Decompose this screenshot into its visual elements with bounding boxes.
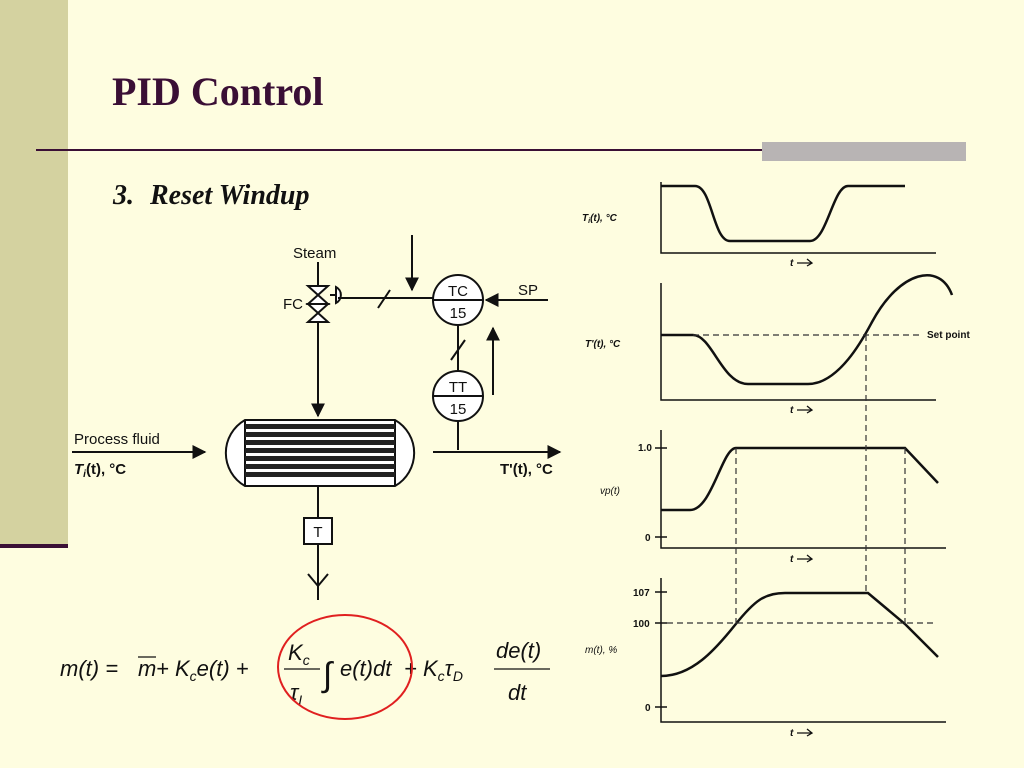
plot1-xlabel: t [790,258,794,269]
formula-deriv-num: de(t) [496,638,541,663]
plot3-xaxis-arrow-icon [797,554,814,563]
tube [245,456,395,461]
tc-label: TC [448,283,468,300]
steam-label: Steam [293,245,336,262]
tube [245,448,395,453]
plot4-tick-label-100: 100 [633,619,650,630]
tube [245,432,395,437]
tube [245,472,395,477]
formula-term3: + KcτD [404,656,463,684]
plot4-axes [660,578,946,723]
plot2-outlet-temp-curve [661,274,954,386]
formula-deriv-den: dt [508,680,527,705]
plot4-ylabel: m(t), % [585,645,617,656]
plot2-axes [660,283,936,401]
signal-tick [377,289,391,309]
subtitle-number: 3. [113,180,134,211]
plot1-xaxis-arrow-icon [797,258,814,267]
sidebar-band [0,0,68,548]
inlet-temp-label: Ti(t), °C [74,461,126,480]
sidebar-rule [0,544,68,548]
plot1-ylabel: Ti(t), °C [582,213,618,225]
tt-label: TT [449,379,467,396]
trap-label: T [313,524,322,541]
slide-title: PID Control [112,69,324,114]
signal-tick-2 [450,339,466,361]
plot2-xaxis-arrow-icon [797,405,814,414]
outlet-temp-label: T'(t), °C [500,461,553,478]
plot2-ylabel: T'(t), °C [585,339,621,350]
tc-number: 15 [450,305,467,322]
setpoint-label: Set point [927,330,970,341]
control-valve [305,285,331,323]
plot1-axes [660,182,936,254]
subtitle-text: Reset Windup [150,180,310,211]
integral-highlight-circle [277,614,413,720]
formula-lhs: m(t) = [60,656,118,681]
plot3-axes [660,430,946,549]
tube [245,440,395,445]
slide-subtitle: 3. Reset Windup [113,180,309,212]
sp-label: SP [518,282,538,299]
formula-integrand: e(t)dt [340,656,392,681]
plot4-tick-label-0: 0 [645,703,651,714]
formula-mbar: m [138,656,156,681]
plot3-xlabel: t [790,554,794,565]
title-accent-bar [762,142,966,161]
tube [245,424,395,429]
formula-term1: + Kce(t) + [156,656,249,684]
plot3-ylabel: vp(t) [600,486,620,497]
process-fluid-label: Process fluid [74,431,160,448]
title-divider [36,149,966,151]
formula-integral: ∫ [321,656,334,694]
plot4-xaxis-arrow-icon [797,728,814,737]
tt-number: 15 [450,401,467,418]
fc-label: FC [283,296,303,313]
plot1-inlet-temp-curve [661,184,905,243]
plot4-controller-output-curve [660,591,939,678]
steam-trap [303,517,333,545]
formula-frac-num: Kc [288,640,310,668]
drain-symbol [307,573,329,588]
plot3-tick-label-top: 1.0 [638,443,652,454]
plot3-tick-label-bottom: 0 [645,533,651,544]
formula-frac-den: τI [290,680,302,708]
plot4-xlabel: t [790,728,794,739]
plot4-tick-label-107: 107 [633,588,650,599]
plot2-xlabel: t [790,405,794,416]
tube [245,464,395,469]
